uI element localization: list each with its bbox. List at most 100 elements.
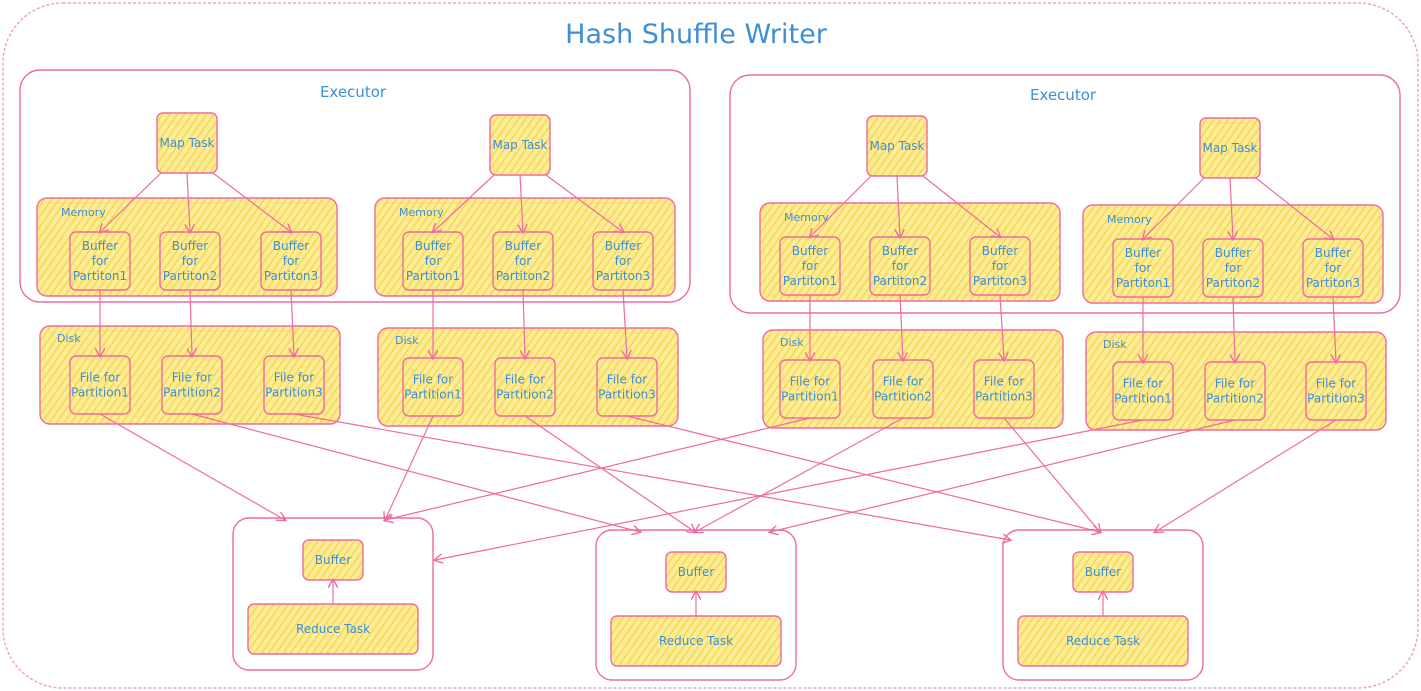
partition-buffer-label-line-1: Buffer [882,244,918,258]
reduce-buffer-label: Buffer [678,565,714,579]
partition-file-label-line-2: Partition2 [163,386,221,400]
partition-file-label-line-1: File for [1316,377,1356,391]
partition-buffer-label-line-3: Partiton3 [264,269,318,283]
buffer-to-file-arrow [523,289,525,358]
buffer-to-file-arrow [190,289,192,356]
memory-label: Memory [1107,213,1152,226]
map-group-1: Map TaskMemoryDiskBufferforPartiton1File… [36,112,341,425]
reduce-task-label: Reduce Task [296,622,370,636]
partition-buffer-label-line-2: for [515,254,532,268]
shuffle-arrows [99,413,1337,560]
partition-buffer-label-line-1: Buffer [415,239,451,253]
reducer-frame [1002,529,1204,681]
partition-buffer-label-line-3: Partiton2 [496,269,550,283]
partition-buffer-label-line-1: Buffer [172,239,208,253]
partition-file-label-line-2: Partition3 [265,386,323,400]
map-group-3: Map TaskMemoryDiskBufferforPartiton1File… [759,115,1064,429]
partition-buffer-label-line-2: for [1225,261,1242,275]
partition-file-label-line-2: Partition3 [975,390,1033,404]
map-to-buffer-arrow [810,175,872,237]
partition-buffer-label-line-1: Buffer [1215,246,1251,260]
map-task-label: Map Task [159,136,214,150]
map-to-buffer-arrow [1143,177,1205,239]
executor-label: Executor [1030,86,1097,104]
partition-buffer-label-line-3: Partiton3 [596,269,650,283]
partition-buffer-label-line-1: Buffer [605,239,641,253]
partition-file-label-line-1: File for [790,375,830,389]
map-task-label: Map Task [1202,141,1257,155]
buffer-to-file-arrow [900,294,903,360]
map-task-label: Map Task [869,139,924,153]
reduce-buffer-label: Buffer [1085,565,1121,579]
file-to-reducer-arrow [293,413,1010,540]
map-to-buffer-arrow [520,174,523,232]
partition-file-label-line-2: Partition1 [1114,392,1172,406]
partition-file-label-line-2: Partition1 [781,390,839,404]
buffer-to-file-arrow [1233,296,1235,362]
partition-file-label-line-1: File for [984,375,1024,389]
buffer-to-file-arrow [1333,296,1336,362]
file-to-reducer-arrow [191,413,640,532]
file-to-reducer-arrow [626,415,1100,532]
file-to-reducer-arrow [695,417,904,532]
partition-buffer-label-line-1: Buffer [792,244,828,258]
partition-buffer-label-line-3: Partiton2 [163,269,217,283]
buffer-to-file-arrow [291,289,294,356]
map-group-2: Map TaskMemoryDiskBufferforPartiton1File… [374,114,679,427]
file-to-reducer-arrow [1155,419,1337,532]
partition-file-label-line-1: File for [505,373,545,387]
map-to-buffer-arrow [100,172,162,232]
partition-file-label-line-1: File for [172,371,212,385]
partition-buffer-label-line-3: Partiton1 [73,269,127,283]
partition-buffer-label-line-1: Buffer [273,239,309,253]
partition-buffer-label-line-1: Buffer [982,244,1018,258]
memory-label: Memory [784,211,829,224]
file-to-reducer-arrow [1003,417,1100,532]
partition-buffer-label-line-2: for [182,254,199,268]
map-to-buffer-arrow [922,175,1000,237]
partition-buffer-label-line-3: Partiton1 [783,274,837,288]
memory-label: Memory [399,206,444,219]
partition-file-label-line-1: File for [607,373,647,387]
partition-buffer-label-line-1: Buffer [505,239,541,253]
file-to-reducer-arrow [385,415,434,520]
partition-buffer-label-line-3: Partiton2 [1206,276,1260,290]
partition-buffer-label-line-3: Partiton3 [973,274,1027,288]
partition-file-label-line-2: Partition1 [404,388,462,402]
partition-buffer-label-line-2: for [283,254,300,268]
partition-buffer-label-line-1: Buffer [82,239,118,253]
diagram-title: Hash Shuffle Writer [565,19,828,50]
partition-file-label-line-2: Partition2 [874,390,932,404]
map-to-buffer-arrow [212,172,291,232]
buffer-to-file-arrow [623,289,627,358]
partition-buffer-label-line-2: for [992,259,1009,273]
disk-label: Disk [395,334,419,347]
partition-file-label-line-1: File for [413,373,453,387]
disk-label: Disk [780,336,804,349]
partition-buffer-label-line-1: Buffer [1315,246,1351,260]
executor-label: Executor [320,83,387,101]
reduce-task-label: Reduce Task [1066,634,1140,648]
memory-label: Memory [61,206,106,219]
partition-buffer-label-line-2: for [802,259,819,273]
partition-buffer-label-line-2: for [1325,261,1342,275]
map-group-4: Map TaskMemoryDiskBufferforPartiton1File… [1082,117,1387,431]
file-to-reducer-arrow [524,415,695,532]
partition-buffer-label-line-3: Partiton1 [406,269,460,283]
partition-buffer-label-line-2: for [425,254,442,268]
partition-buffer-label-line-2: for [892,259,909,273]
file-to-reducer-arrow [770,419,1236,532]
disk-label: Disk [57,332,81,345]
partition-buffer-label-line-2: for [92,254,109,268]
partition-buffer-label-line-3: Partiton2 [873,274,927,288]
reduce-task-label: Reduce Task [659,634,733,648]
partition-buffer-label-line-2: for [615,254,632,268]
partition-file-label-line-2: Partition1 [71,386,129,400]
executor-2 [729,74,1401,314]
buffer-to-file-arrow [1000,294,1004,360]
